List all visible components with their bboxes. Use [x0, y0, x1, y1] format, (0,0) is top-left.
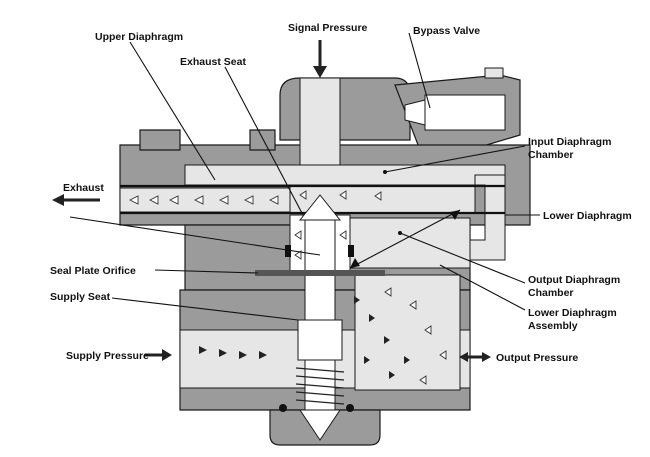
label-output-chamber-2: Chamber	[528, 287, 574, 299]
output-left-arrow-icon	[459, 352, 468, 362]
label-exhaust-seat: Exhaust Seat	[180, 56, 246, 68]
leader-output-chamber	[399, 232, 526, 284]
label-lower-diaphragm-assembly-1: Lower Diaphragm	[528, 307, 617, 319]
leader-exhaust-path	[69, 216, 321, 256]
label-output-chamber-1: Output Diaphragm	[528, 274, 620, 286]
leader-lower-diaphragm-assembly	[439, 264, 526, 311]
leader-lines	[69, 32, 540, 321]
leader-bypass-valve	[408, 32, 431, 109]
flow-markers	[128, 190, 447, 385]
leader-supply-seat	[111, 297, 299, 321]
signal-arrow-icon	[313, 66, 327, 78]
output-right-arrow-icon	[482, 352, 491, 362]
leader-arrowhead-icon	[450, 210, 460, 220]
label-output-pressure: Output Pressure	[496, 352, 578, 364]
leader-arrowhead-icon	[350, 258, 360, 268]
label-input-chamber-2: Chamber	[528, 149, 574, 161]
label-lower-diaphragm-assembly-2: Assembly	[528, 320, 578, 332]
label-supply-seat: Supply Seat	[50, 291, 111, 303]
labels: Signal Pressure Bypass Valve Upper Diaph…	[50, 22, 632, 364]
label-input-chamber-1: Input Diaphragm	[528, 136, 611, 148]
spring	[295, 367, 345, 405]
leader-upper-diaphragm	[129, 41, 216, 181]
leader-input-chamber	[384, 145, 526, 173]
label-upper-diaphragm: Upper Diaphragm	[95, 31, 183, 43]
leader-seal-plate	[154, 269, 259, 274]
label-lower-diaphragm: Lower Diaphragm	[543, 210, 632, 222]
label-exhaust: Exhaust	[63, 182, 104, 194]
supply-arrow-icon	[162, 349, 172, 361]
label-signal-pressure: Signal Pressure	[288, 22, 368, 34]
label-supply-pressure: Supply Pressure	[66, 350, 149, 362]
leader-exhaust-seat	[224, 66, 304, 216]
valve-stem	[255, 194, 385, 441]
label-bypass-valve: Bypass Valve	[413, 25, 480, 37]
label-seal-plate-orifice: Seal Plate Orifice	[50, 265, 136, 277]
port-arrows	[52, 40, 491, 362]
exhaust-arrow-icon	[52, 194, 64, 206]
leader-diaphragm-link	[349, 209, 461, 269]
